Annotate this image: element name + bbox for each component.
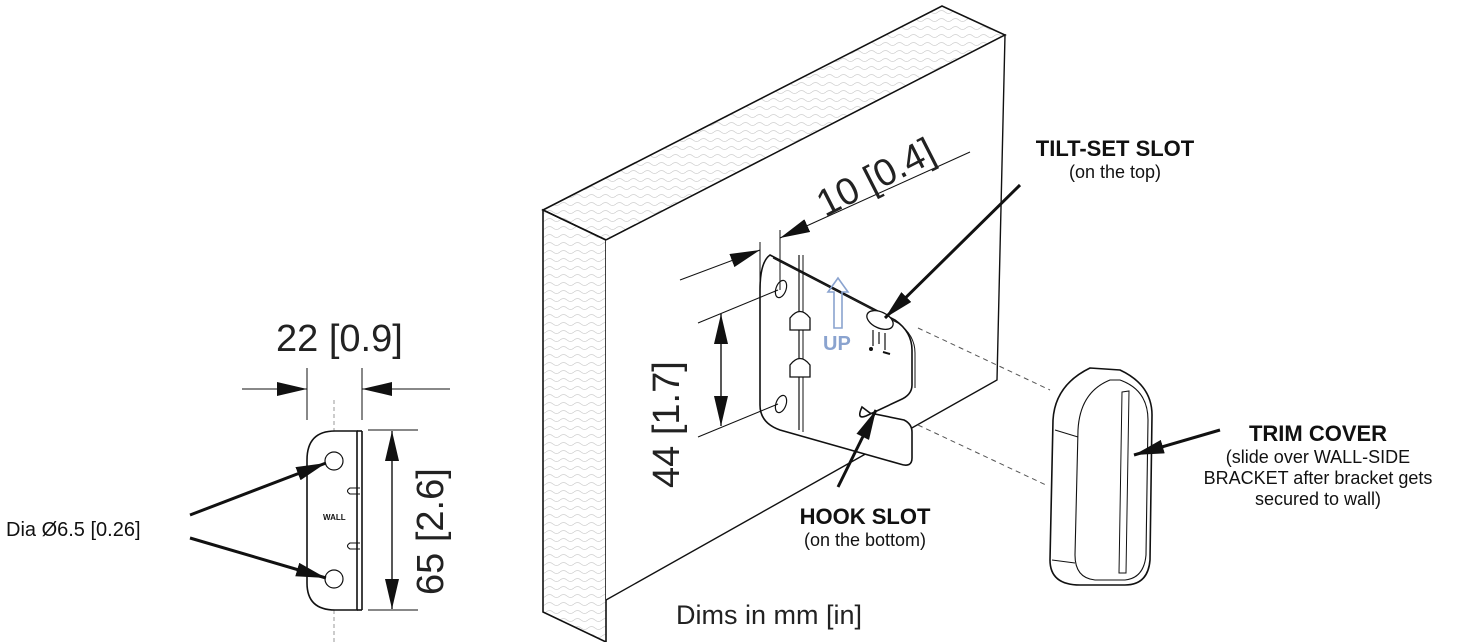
bracket-tab-lower	[789, 357, 811, 378]
mount-hole-top	[324, 451, 344, 471]
hook-slot-title: HOOK SLOT	[799, 504, 931, 529]
bracket-hole-top	[774, 279, 788, 299]
projection-line-bottom	[917, 424, 1047, 486]
bracket-hole-bottom	[774, 394, 788, 414]
tilt-set-callout: TILT-SET SLOT (on the top)	[1010, 136, 1220, 183]
trim-cover-title: TRIM COVER	[1248, 421, 1388, 446]
projection-line-top	[917, 327, 1051, 391]
wall-side-face	[542, 208, 607, 642]
side-view-bracket	[189, 368, 450, 642]
hole-spacing-label: 44 [1.7]	[646, 361, 688, 488]
tilt-set-leader	[883, 183, 1022, 320]
slot-upper	[346, 487, 360, 495]
offset-dimension	[679, 151, 971, 300]
hole-spacing-dimension	[697, 289, 779, 438]
bracket-width-label: 22 [0.9]	[276, 318, 403, 360]
hole-leader-bottom	[189, 536, 327, 580]
up-arrow-icon	[826, 276, 850, 329]
hook-slot-callout: HOOK SLOT (on the bottom)	[780, 504, 950, 551]
trim-cover-callout: TRIM COVER (slide over WALL-SIDE BRACKET…	[1182, 421, 1454, 510]
hole-leader-top	[189, 461, 327, 517]
bracket-height-label: 65 [2.6]	[410, 468, 452, 595]
trim-cover-outline	[1049, 367, 1153, 586]
trim-cover	[1049, 367, 1221, 586]
trim-cover-note-2: BRACKET after bracket gets	[1203, 468, 1433, 488]
hook-slot-leader	[836, 409, 878, 488]
bracket-tab-upper	[789, 310, 811, 331]
wall-marking: WALL	[323, 513, 346, 522]
hook-slot-note: (on the bottom)	[803, 530, 927, 550]
bracket-outline	[759, 254, 913, 466]
tilt-set-note: (on the top)	[1068, 162, 1162, 182]
mount-hole-bottom	[324, 569, 344, 589]
trim-cover-leader	[1133, 428, 1221, 457]
trim-cover-note-3: secured to wall)	[1254, 489, 1382, 509]
hole-diameter-label: Dia Ø6.5 [0.26]	[6, 519, 141, 541]
trim-cover-note-1: (slide over WALL-SIDE	[1225, 447, 1411, 467]
units-note: Dims in mm [in]	[676, 600, 863, 630]
slot-lower	[346, 542, 360, 550]
wall-bracket-iso	[759, 183, 1022, 488]
up-marking: UP	[823, 333, 851, 355]
tilt-set-title: TILT-SET SLOT	[1035, 136, 1195, 161]
